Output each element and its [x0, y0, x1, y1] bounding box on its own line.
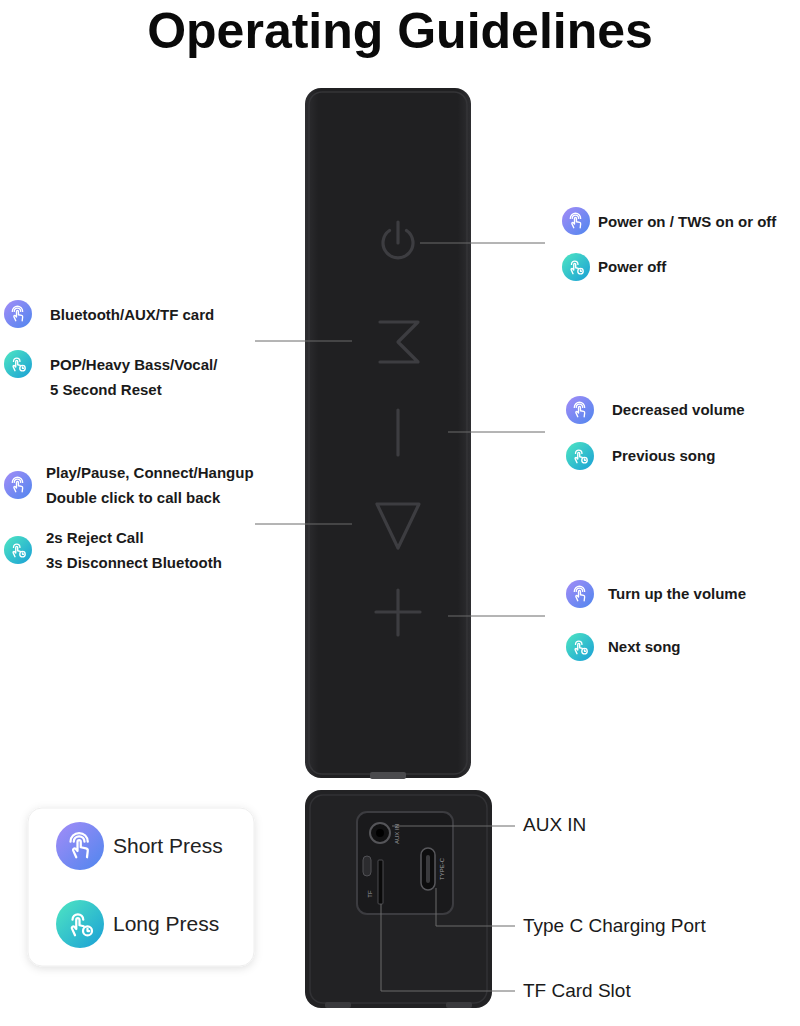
callout-label: 5 Second Reset [50, 381, 162, 398]
mode-symbol [380, 322, 418, 362]
callout-label: Next song [608, 638, 681, 655]
callout-label: Play/Pause, Connect/Hangup [46, 464, 254, 481]
port-marking: AUX IN [394, 824, 401, 844]
port-marking: TYPE-C [439, 858, 446, 880]
aux-jack [370, 823, 390, 843]
speaker-edge [309, 92, 467, 774]
callout-label: 3s Disconnect Bluetooth [46, 554, 222, 571]
short-press-icon [56, 822, 104, 870]
callout-label: AUX IN [523, 814, 586, 836]
leader-line [381, 904, 515, 991]
port-marking: TF [367, 890, 374, 897]
leader-lines [381, 826, 515, 991]
speaker-foot [370, 772, 406, 779]
callout-label: Power on / TWS on or off [598, 213, 776, 230]
tf-slot [378, 860, 383, 904]
play-symbol [377, 504, 419, 548]
page-title: Operating Guidelines [147, 3, 653, 61]
short-press-icon [4, 471, 32, 499]
long-press-icon [566, 633, 594, 661]
leader-line [420, 243, 545, 244]
power-symbol [396, 222, 399, 243]
leader-line [255, 341, 352, 342]
long-press-icon [566, 442, 594, 470]
speaker-end [305, 790, 492, 1008]
long-press-icon [562, 253, 590, 281]
short-press-icon [566, 580, 594, 608]
leader-line [392, 826, 515, 827]
type-c-port [421, 848, 435, 890]
legend-label: Short Press [113, 834, 223, 858]
type-c-port [426, 855, 430, 883]
leader-line [448, 432, 545, 433]
callout-label: Turn up the volume [608, 585, 746, 602]
port-panel [357, 812, 453, 914]
long-press-icon [56, 900, 104, 948]
callout-label: POP/Heavy Bass/Vocal/ [50, 356, 217, 373]
legend-label: Long Press [113, 912, 219, 936]
callout-label: Double click to call back [46, 489, 220, 506]
leader-lines [255, 243, 545, 616]
callout-label: Decreased volume [612, 401, 745, 418]
callout-label: Power off [598, 258, 666, 275]
short-press-icon [566, 396, 594, 424]
callout-label: TF Card Slot [523, 980, 631, 1002]
long-press-icon [4, 536, 32, 564]
short-press-icon [562, 207, 590, 235]
minus-symbol [396, 410, 399, 455]
leader-line [436, 888, 515, 926]
callout-label: Type C Charging Port [523, 915, 706, 937]
leader-line [448, 616, 545, 617]
callout-label: 2s Reject Call [46, 529, 144, 546]
speaker-body [305, 88, 471, 778]
aux-jack [376, 829, 384, 837]
leader-line [255, 524, 352, 525]
small-button [363, 856, 371, 876]
long-press-icon [4, 350, 32, 378]
speaker-foot [325, 1002, 351, 1008]
speaker-foot [446, 1002, 472, 1008]
plus-symbol [376, 610, 420, 613]
legend-panel [28, 808, 254, 966]
callout-label: Bluetooth/AUX/TF card [50, 306, 214, 323]
callout-label: Previous song [612, 447, 715, 464]
short-press-icon [4, 300, 32, 328]
button-glyphs [376, 222, 420, 635]
